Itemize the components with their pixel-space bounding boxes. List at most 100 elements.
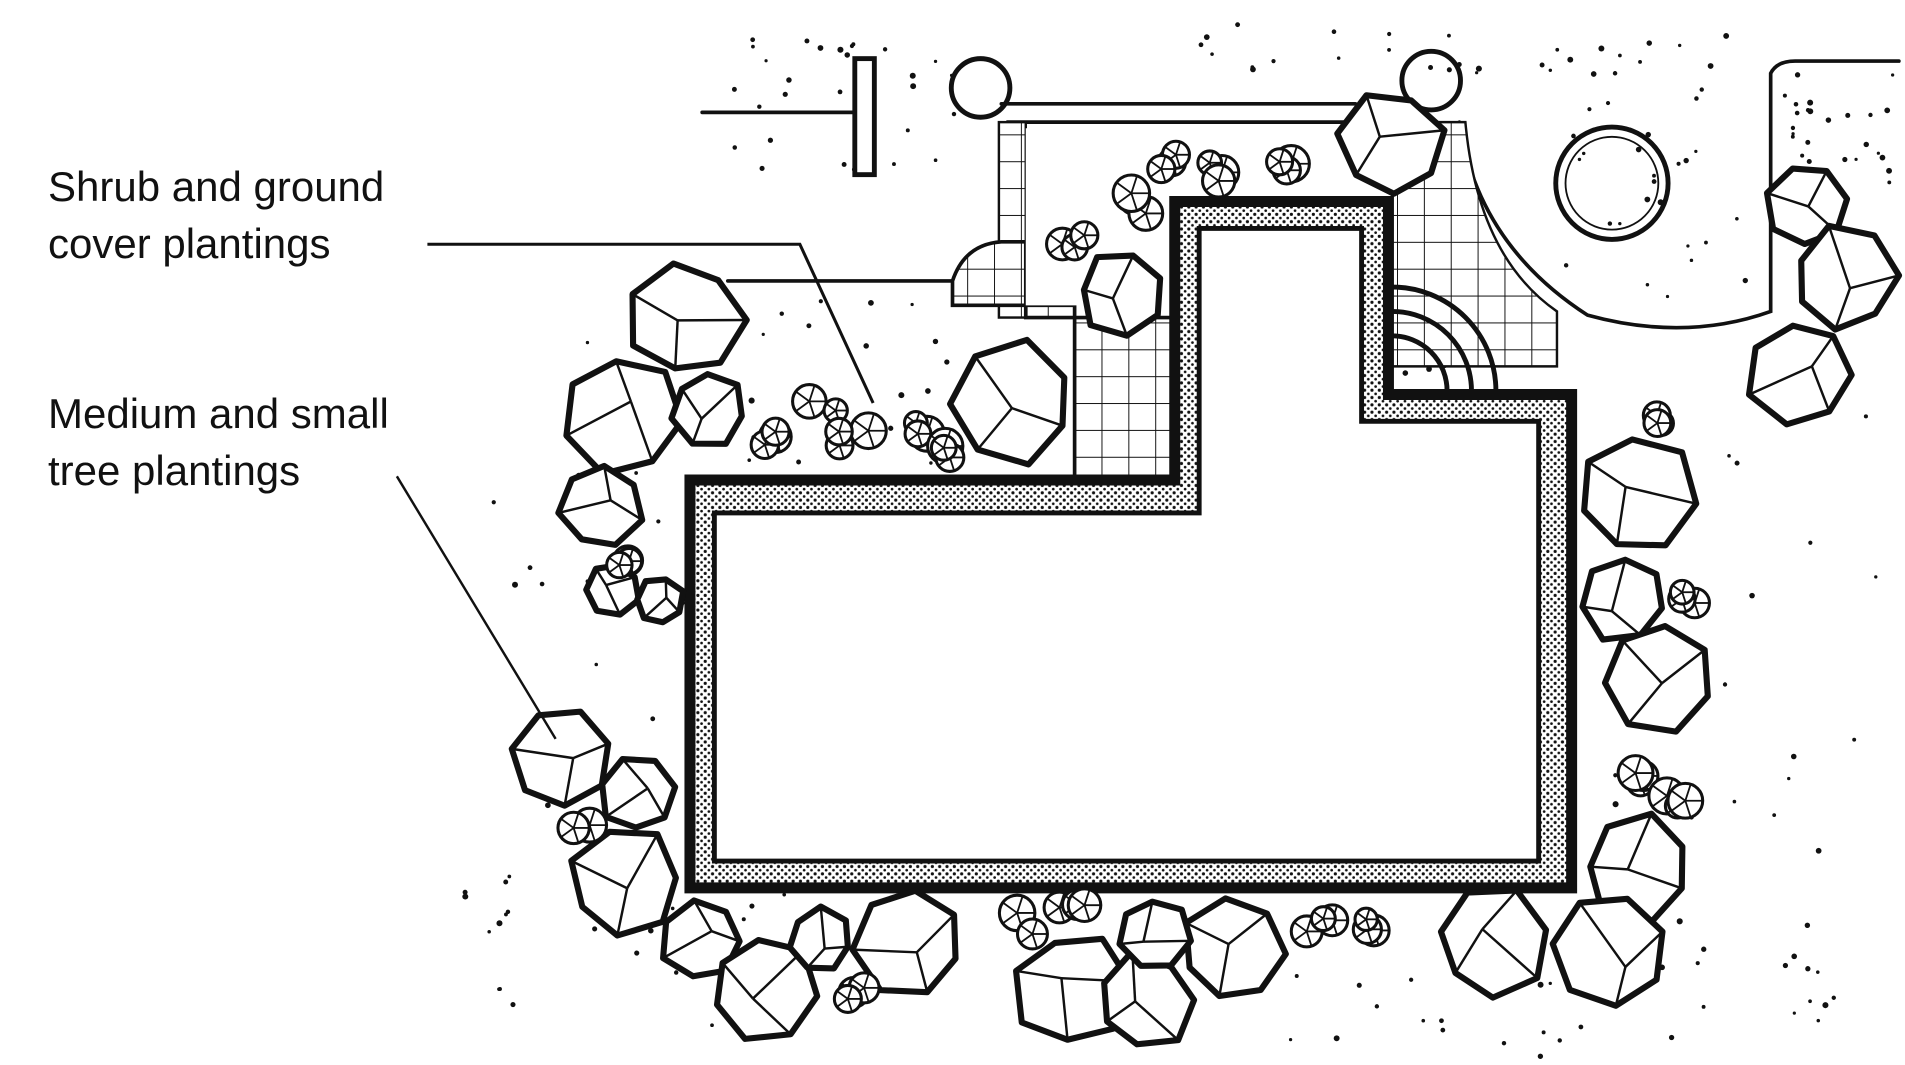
tree-branch	[511, 747, 574, 760]
shrub-leaf	[1217, 165, 1225, 182]
tree-label-line1: Medium and small	[48, 390, 389, 437]
tree-branch	[605, 787, 649, 818]
tree-branch	[1627, 682, 1663, 725]
shrub-leaf	[1684, 800, 1692, 818]
shrub-leaf	[1002, 901, 1018, 914]
tree-canopy	[849, 887, 959, 996]
tree-branch	[621, 758, 649, 790]
shrub-leaf	[1058, 907, 1066, 923]
ground-stipple	[1884, 107, 1891, 114]
ground-stipple	[1722, 682, 1728, 687]
ground-stipple	[1701, 946, 1707, 952]
ground-stipple	[731, 86, 737, 92]
tree-branch	[1015, 969, 1062, 980]
ground-stipple	[594, 662, 599, 667]
shrub-leaf	[1268, 153, 1281, 163]
shrub-symbol	[1289, 903, 1350, 949]
shrub-leaf	[1149, 160, 1162, 170]
tree-symbol	[629, 260, 750, 372]
ground-stipple	[1791, 132, 1795, 136]
shrub-label-line2: cover plantings	[48, 220, 331, 267]
ground-stipple	[1446, 67, 1452, 73]
shrub-leaf	[1620, 762, 1637, 774]
tree-canopy	[1549, 895, 1666, 1009]
gate-post	[852, 56, 877, 178]
ground-stipple	[841, 162, 847, 167]
tree-branch	[1807, 170, 1828, 208]
tree-symbol	[713, 936, 821, 1042]
ground-stipple	[497, 986, 502, 991]
shrub-symbol	[824, 411, 888, 461]
shrub-leaf	[753, 435, 766, 446]
ground-stipple	[1807, 108, 1814, 115]
tree-branch	[665, 596, 681, 613]
ground-stipple	[1456, 62, 1462, 67]
shrub-leaf	[906, 433, 919, 443]
ground-stipple	[1686, 244, 1690, 248]
ground-stipple	[1735, 216, 1739, 221]
ground-stipple	[1787, 776, 1791, 781]
ground-stipple	[585, 340, 590, 345]
tree-branch	[558, 499, 611, 515]
shrub-leaf	[1002, 912, 1018, 925]
ground-stipple	[1694, 96, 1699, 101]
shrub-leaf	[1672, 591, 1683, 600]
ground-stipple	[1541, 1030, 1546, 1035]
shrub-leaf	[764, 430, 777, 441]
ground-stipple	[1408, 977, 1414, 982]
shrub-leaf	[1313, 910, 1324, 920]
tree-branch	[1083, 288, 1114, 300]
tree-symbol	[1182, 895, 1289, 1000]
ground-stipple	[1808, 999, 1812, 1004]
ground-stipple	[1815, 847, 1822, 854]
shrub-leaf	[1063, 238, 1076, 248]
ground-stipple	[1555, 47, 1560, 52]
tree-branch	[1111, 255, 1135, 299]
ground-stipple	[487, 929, 491, 934]
shrub-leaf	[836, 990, 849, 1000]
tree-canopy	[1798, 222, 1903, 333]
shrub-symbol	[1667, 578, 1711, 620]
shrub-leaf	[1305, 931, 1313, 947]
shrub-leaf	[1313, 917, 1324, 927]
ground-stipple	[1689, 258, 1694, 263]
tree-branch	[1481, 928, 1539, 979]
shrub-groundcover-label: Shrub and ground cover plantings	[48, 158, 384, 272]
tree-branch	[1365, 94, 1381, 138]
tree-canopy	[1101, 948, 1198, 1048]
tree-branch	[1134, 1000, 1179, 1041]
tree-branch	[1766, 191, 1809, 208]
shrub-leaf	[1083, 904, 1091, 921]
tree-symbol	[1080, 252, 1164, 339]
ground-stipple	[1792, 1011, 1796, 1015]
ground-stipple	[1618, 53, 1622, 58]
ground-stipple	[1891, 73, 1895, 77]
tree-branch	[565, 400, 632, 437]
shrub-leaf	[1293, 921, 1308, 933]
ground-stipple	[592, 926, 598, 932]
tree-branch	[572, 742, 609, 760]
ground-stipple	[1590, 71, 1597, 77]
shrub-leaf	[1322, 918, 1328, 931]
ground-stipple	[1701, 1004, 1706, 1009]
shrub-leaf	[825, 409, 837, 419]
ground-stipple	[1665, 294, 1670, 299]
tree-branch	[824, 945, 848, 950]
tree-symbol	[1745, 322, 1855, 428]
ground-stipple	[1876, 151, 1880, 155]
tree-branch	[1142, 901, 1154, 942]
shrub-leaf	[1199, 162, 1211, 171]
tree-branch	[1143, 939, 1191, 943]
tree-branch	[974, 355, 1013, 409]
tree-branch	[1810, 365, 1831, 412]
tree-symbol	[634, 576, 687, 626]
shrub-leaf	[774, 431, 781, 445]
tree-branch	[976, 407, 1013, 451]
tree-branch	[1624, 930, 1664, 968]
tree-branch	[570, 859, 628, 890]
fountain	[1553, 124, 1671, 242]
ground-stipple	[1842, 156, 1848, 163]
ground-stipple	[1548, 981, 1552, 986]
shrub-leaf	[851, 978, 865, 989]
